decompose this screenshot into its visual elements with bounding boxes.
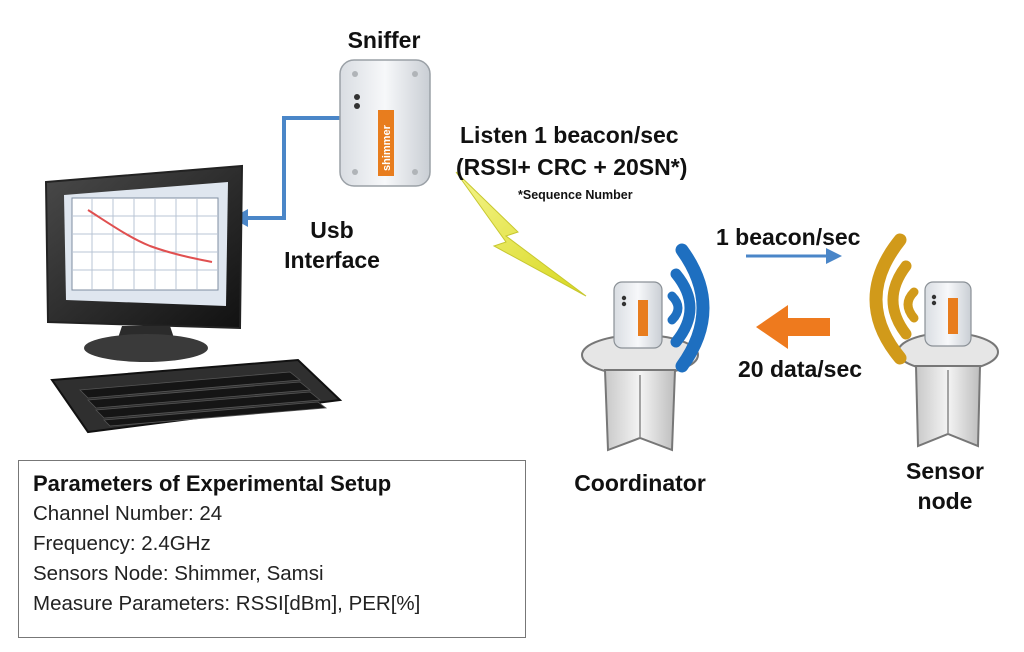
param-frequency: Frequency: 2.4GHz [33,532,211,555]
usb-label: Usb Interface [262,215,402,275]
sensor-label-line1: Sensor [906,458,984,484]
usb-label-line2: Interface [284,247,380,273]
sensor-signal-icon [869,233,919,365]
coordinator-signal-icon [667,243,710,373]
sensor-device-icon [924,281,972,347]
data-rate-label: 20 data/sec [738,356,863,382]
parameters-title: Parameters of Experimental Setup [33,471,392,496]
beacon-rate-label: 1 beacon/sec [716,224,861,250]
listen-label-line1: Listen 1 beacon/sec [460,122,679,148]
coordinator-pedestal [581,334,699,452]
lightning-icon [455,171,587,297]
param-measure: Measure Parameters: RSSI[dBm], PER[%] [33,592,421,615]
coordinator-label: Coordinator [574,470,706,496]
sensor-node-label: Sensor node [890,456,1000,516]
usb-cable [238,116,340,220]
brand-text: shimmer [381,124,393,171]
coordinator-device-icon [613,281,663,349]
computer-icon [44,164,343,434]
data-arrow [756,305,830,349]
parameters-box: Parameters of Experimental Setup Channel… [18,460,526,638]
sniffer-label: Sniffer [347,27,421,53]
footnote-label: *Sequence Number [518,188,633,202]
param-channel: Channel Number: 24 [33,502,223,525]
usb-label-line1: Usb [310,217,354,243]
listen-label-line2: (RSSI+ CRC + 20SN*) [456,154,688,180]
sensor-label-line2: node [917,488,973,514]
param-sensors: Sensors Node: Shimmer, Samsi [33,562,324,585]
sensor-pedestal [897,332,999,448]
sniffer-device-icon [339,59,431,187]
